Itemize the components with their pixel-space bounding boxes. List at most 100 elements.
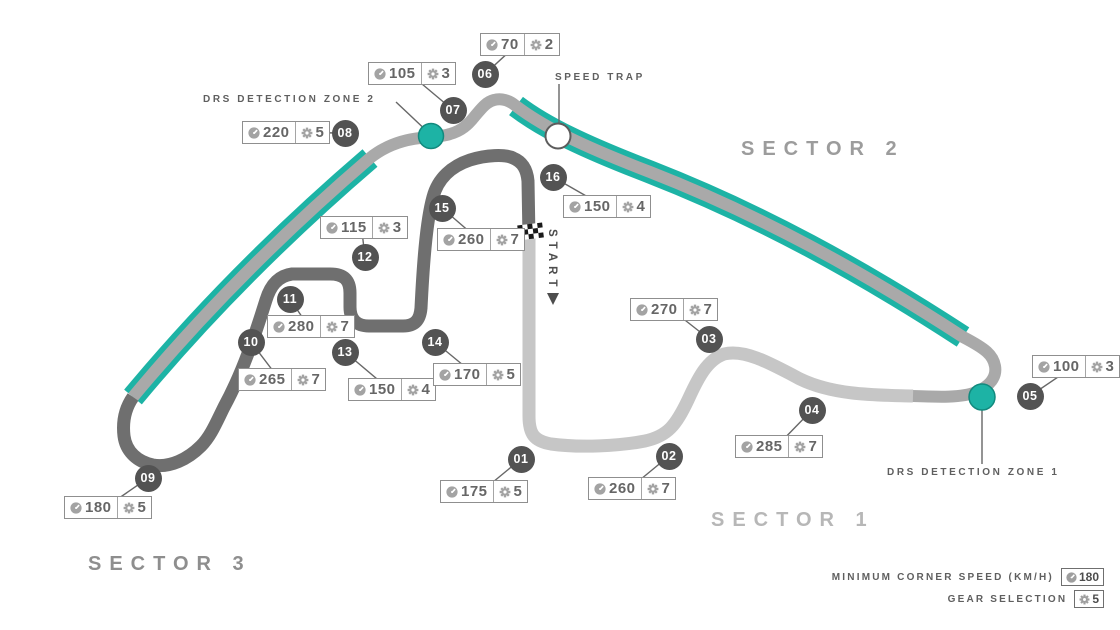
corner-number: 14 — [427, 335, 443, 349]
gear-icon — [689, 304, 700, 315]
corner-gear-cell: 7 — [682, 299, 718, 320]
corner-number: 16 — [545, 170, 561, 184]
corner-speed-cell: 115 — [321, 217, 372, 238]
corner-gear-value: 3 — [1105, 358, 1115, 375]
gear-icon — [123, 502, 134, 513]
speedometer-icon — [741, 440, 753, 453]
corner-number: 03 — [701, 332, 717, 346]
corner-gear-cell: 5 — [485, 364, 521, 385]
corner-gear-value: 7 — [311, 371, 321, 388]
corner-gear-cell: 5 — [492, 481, 528, 502]
drs-detection-2-marker — [417, 122, 445, 150]
corner-number: 04 — [804, 403, 820, 417]
corner-info-box: 260 7 — [588, 477, 677, 500]
gear-icon — [427, 68, 438, 79]
gear-icon — [1091, 361, 1102, 372]
corner-gear-cell: 7 — [290, 369, 326, 390]
corner-speed-cell: 180 — [65, 497, 117, 518]
legend-gear-box: 5 — [1074, 590, 1104, 608]
speedometer-icon — [569, 200, 581, 213]
legend-row-speed: MINIMUM CORNER SPEED (KM/H) 180 — [832, 568, 1104, 586]
corner-speed-value: 260 — [609, 480, 636, 497]
track-sector-2 — [128, 93, 1002, 403]
speedometer-icon — [594, 482, 606, 495]
corner-speed-cell: 280 — [268, 316, 320, 337]
gear-icon — [499, 486, 510, 497]
drs-detection-1-marker — [968, 383, 996, 411]
corner-number: 15 — [434, 201, 450, 215]
corner-number-badge: 16 — [539, 163, 567, 191]
corner-gear-cell: 3 — [1084, 356, 1120, 377]
start-direction-arrow — [547, 293, 559, 305]
corner-speed-cell: 260 — [438, 229, 490, 250]
corner-gear-value: 5 — [506, 366, 516, 383]
corner-info-box: 285 7 — [735, 435, 824, 458]
gear-icon — [1079, 594, 1090, 604]
corner-info-box: 170 5 — [433, 363, 522, 386]
speedometer-icon — [70, 501, 82, 514]
drs-detection-zone-1-label: DRS DETECTION ZONE 1 — [887, 467, 1060, 478]
corner-number: 13 — [337, 345, 353, 359]
corner-number: 12 — [357, 250, 373, 264]
speedometer-icon — [486, 38, 498, 51]
corner-info-box: 150 4 — [563, 195, 652, 218]
corner-speed-cell: 265 — [239, 369, 291, 390]
sector-1-label: SECTOR 1 — [711, 509, 875, 531]
corner-gear-value: 7 — [340, 318, 350, 335]
corner-gear-cell: 3 — [420, 63, 456, 84]
corner-gear-cell: 4 — [615, 196, 651, 217]
corner-info-box: 220 5 — [242, 121, 331, 144]
speedometer-icon — [636, 303, 648, 316]
corner-number-badge: 02 — [655, 442, 683, 470]
corner-gear-cell: 3 — [371, 217, 407, 238]
corner-gear-value: 3 — [441, 65, 451, 82]
gear-icon — [794, 441, 805, 452]
corner-number: 02 — [661, 449, 677, 463]
corner-speed-cell: 100 — [1033, 356, 1085, 377]
corner-number: 07 — [445, 103, 461, 117]
corner-speed-cell: 150 — [564, 196, 616, 217]
legend: MINIMUM CORNER SPEED (KM/H) 180 GEAR SEL… — [832, 568, 1104, 608]
corner-gear-value: 5 — [315, 124, 325, 141]
corner-speed-value: 280 — [288, 318, 315, 335]
corner-speed-value: 285 — [756, 438, 783, 455]
corner-number: 05 — [1022, 389, 1038, 403]
corner-number-badge: 13 — [331, 338, 359, 366]
corner-info-box: 270 7 — [630, 298, 719, 321]
corner-speed-value: 105 — [389, 65, 416, 82]
corner-speed-value: 270 — [651, 301, 678, 318]
speed-trap-marker — [544, 122, 572, 150]
corner-gear-value: 2 — [544, 36, 554, 53]
corner-info-box: 105 3 — [368, 62, 457, 85]
corner-gear-value: 7 — [510, 231, 520, 248]
corner-gear-cell: 7 — [787, 436, 823, 457]
gear-icon — [492, 369, 503, 380]
speedometer-icon — [354, 383, 366, 396]
legend-speed-box: 180 — [1060, 568, 1104, 586]
speedometer-icon — [1066, 571, 1077, 583]
corner-info-box: 115 3 — [320, 216, 408, 239]
corner-number-badge: 04 — [798, 396, 826, 424]
gear-icon — [647, 483, 658, 494]
legend-gear-label: GEAR SELECTION — [947, 593, 1068, 605]
corner-gear-value: 5 — [137, 499, 147, 516]
sector-2-label: SECTOR 2 — [741, 138, 905, 160]
corner-number-badge: 08 — [331, 119, 359, 147]
corner-speed-cell: 260 — [589, 478, 641, 499]
corner-gear-cell: 7 — [319, 316, 355, 337]
corner-gear-cell: 7 — [640, 478, 676, 499]
corner-speed-cell: 105 — [369, 63, 421, 84]
corner-gear-cell: 5 — [294, 122, 330, 143]
corner-number-badge: 09 — [134, 464, 162, 492]
track-sector-1 — [522, 226, 914, 453]
gear-icon — [496, 234, 507, 245]
start-label: START — [546, 229, 558, 292]
corner-info-box: 180 5 — [64, 496, 153, 519]
corner-number-badge: 11 — [276, 285, 304, 313]
drs-detection-zone-2-label: DRS DETECTION ZONE 2 — [203, 94, 376, 105]
corner-speed-value: 265 — [259, 371, 286, 388]
corner-speed-cell: 70 — [481, 34, 524, 55]
speedometer-icon — [326, 221, 338, 234]
